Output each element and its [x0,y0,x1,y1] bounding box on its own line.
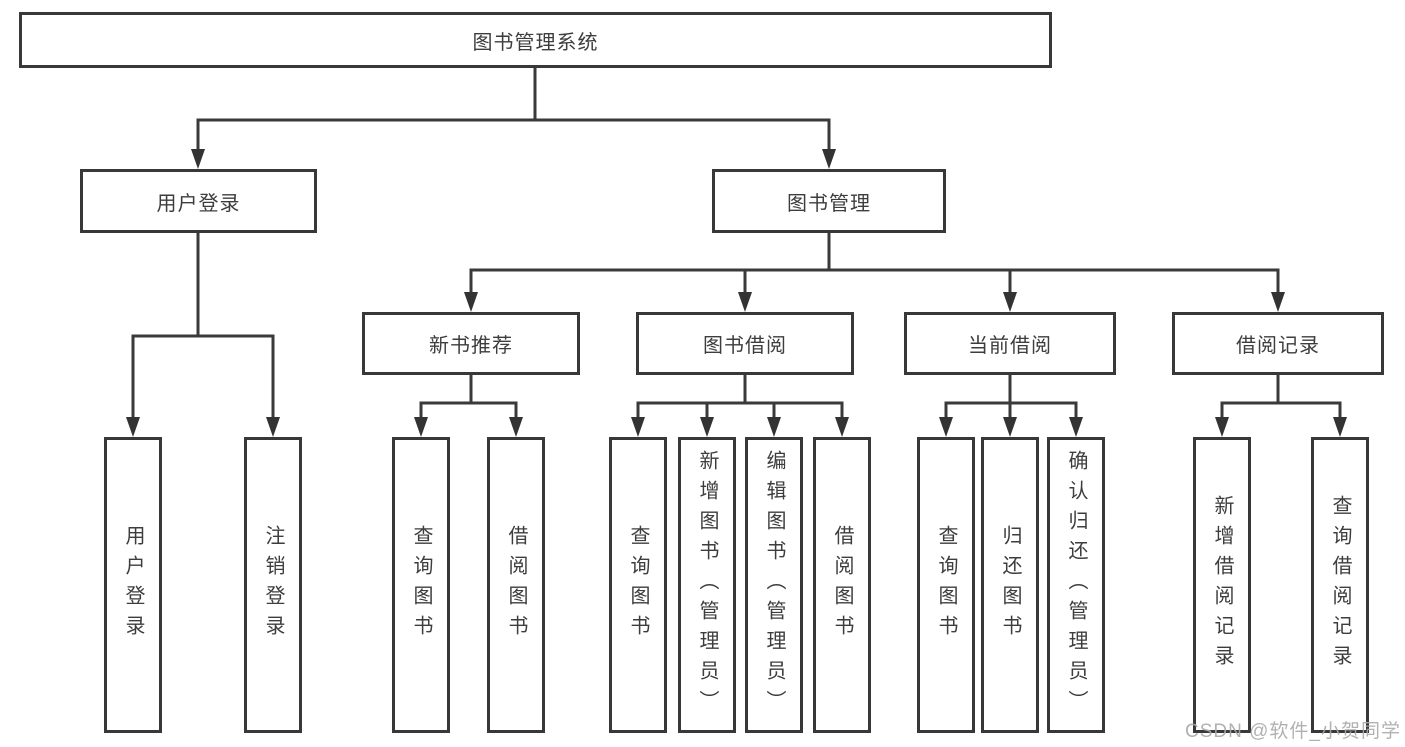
leaf-cb-confirm-return-admin-label: 确认归还（管理员） [1065,450,1087,720]
leaf-br-add-record: 新增借阅记录 [1193,437,1251,733]
node-new-book-recommend-label: 新书推荐 [429,335,513,357]
leaf-user-login: 用户登录 [104,437,162,733]
leaf-nbr-borrow-books: 借阅图书 [487,437,545,733]
node-root: 图书管理系统 [19,12,1052,68]
watermark: CSDN @软件_小贺同学 [1185,721,1401,742]
arrow-down-icon [509,417,523,437]
node-borrow-records: 借阅记录 [1172,312,1384,375]
leaf-bb-edit-books-admin: 编辑图书（管理员） [745,437,803,733]
connector-borrow-records-to-leaves [1215,375,1347,437]
node-current-borrow: 当前借阅 [904,312,1116,375]
arrow-down-icon [700,417,714,437]
leaf-br-add-record-label: 新增借阅记录 [1211,495,1233,675]
leaf-br-query-record: 查询借阅记录 [1311,437,1369,733]
connector-book-management-to-level3 [464,233,1285,312]
connector-book-borrow-to-leaves [631,375,849,437]
arrow-down-icon [939,417,953,437]
connector-new-book-recommend-to-leaves [414,375,523,437]
arrow-down-icon [191,149,205,169]
leaf-cb-query-books: 查询图书 [917,437,975,733]
node-book-borrow: 图书借阅 [636,312,854,375]
arrow-down-icon [835,417,849,437]
leaf-logout-label: 注销登录 [262,525,284,645]
leaf-br-query-record-label: 查询借阅记录 [1329,495,1351,675]
leaf-nbr-query-books-label: 查询图书 [410,525,432,645]
node-user-login: 用户登录 [80,169,317,233]
leaf-nbr-query-books: 查询图书 [392,437,450,733]
leaf-user-login-label: 用户登录 [122,525,144,645]
node-book-borrow-label: 图书借阅 [703,335,787,357]
leaf-bb-add-books-admin: 新增图书（管理员） [678,437,736,733]
node-book-management-label: 图书管理 [787,192,871,215]
arrow-down-icon [464,292,478,312]
arrow-down-icon [1271,292,1285,312]
connector-user-login-to-leaves [126,233,280,437]
arrow-down-icon [266,417,280,437]
arrow-down-icon [738,292,752,312]
arrow-down-icon [767,417,781,437]
arrow-down-icon [126,417,140,437]
arrow-down-icon [822,149,836,169]
leaf-bb-edit-books-admin-label: 编辑图书（管理员） [763,450,785,720]
arrow-down-icon [414,417,428,437]
leaf-cb-return-books-label: 归还图书 [999,525,1021,645]
arrow-down-icon [1069,417,1083,437]
leaf-bb-borrow-books: 借阅图书 [813,437,871,733]
node-root-label: 图书管理系统 [472,31,599,54]
connector-current-borrow-to-leaves [939,375,1083,437]
leaf-logout: 注销登录 [244,437,302,733]
arrow-down-icon [1003,292,1017,312]
leaf-nbr-borrow-books-label: 借阅图书 [505,525,527,645]
arrow-down-icon [1003,417,1017,437]
leaf-bb-query-books: 查询图书 [609,437,667,733]
leaf-cb-confirm-return-admin: 确认归还（管理员） [1047,437,1105,733]
leaf-cb-return-books: 归还图书 [981,437,1039,733]
node-new-book-recommend: 新书推荐 [362,312,580,375]
leaf-bb-query-books-label: 查询图书 [627,525,649,645]
connector-root-to-level2 [191,67,836,169]
arrow-down-icon [1333,417,1347,437]
leaf-bb-add-books-admin-label: 新增图书（管理员） [696,450,718,720]
node-book-management: 图书管理 [712,169,946,233]
node-user-login-label: 用户登录 [156,192,241,215]
node-current-borrow-label: 当前借阅 [968,335,1052,357]
arrow-down-icon [631,417,645,437]
leaf-cb-query-books-label: 查询图书 [935,525,957,645]
arrow-down-icon [1215,417,1229,437]
node-borrow-records-label: 借阅记录 [1236,335,1320,357]
leaf-bb-borrow-books-label: 借阅图书 [831,525,853,645]
